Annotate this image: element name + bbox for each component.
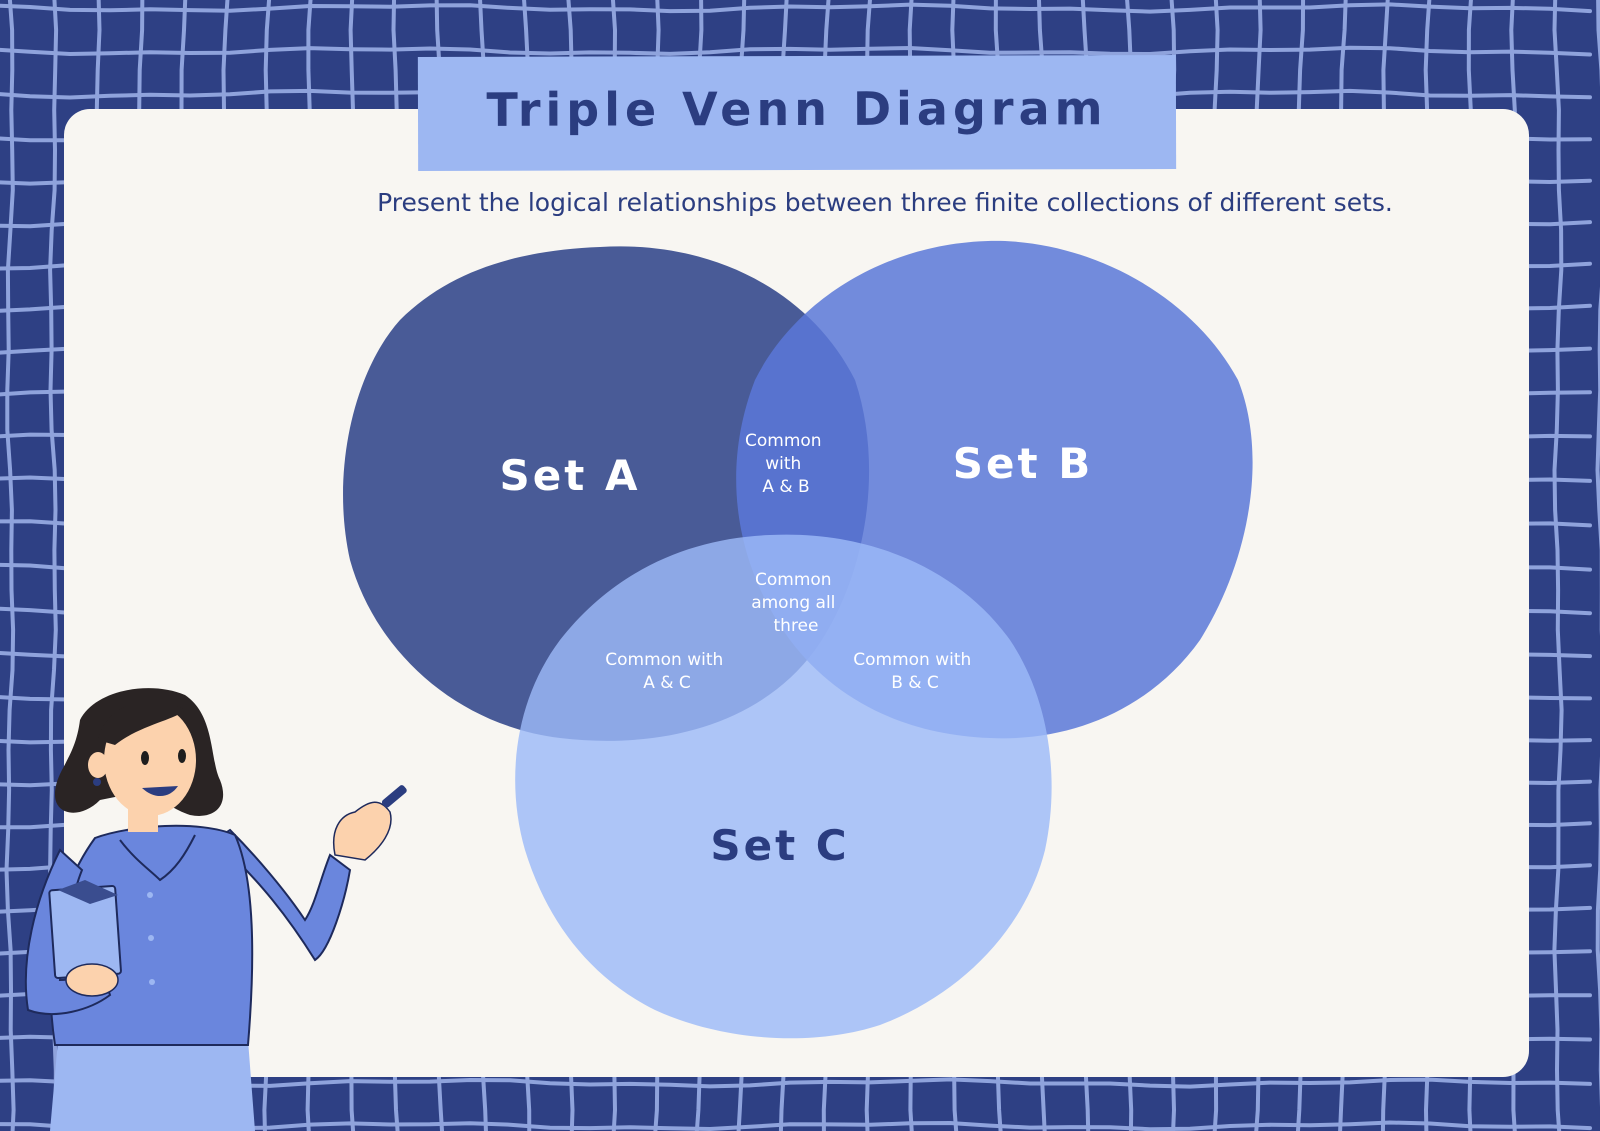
region-bc-line: B & C bbox=[891, 673, 939, 693]
region-all-line: among all bbox=[751, 593, 835, 613]
teacher-mouth bbox=[142, 786, 178, 797]
book-spine bbox=[58, 880, 118, 904]
region-all-label: Common among all three bbox=[751, 570, 841, 636]
teacher-ear bbox=[88, 752, 108, 778]
set-b-label: Set B bbox=[953, 439, 1093, 488]
shirt-button bbox=[149, 979, 155, 985]
teacher-eye bbox=[178, 749, 186, 763]
region-bc-label: Common with B & C bbox=[853, 650, 976, 693]
set-c-label: Set C bbox=[710, 821, 849, 870]
grid-line bbox=[0, 2, 1592, 14]
shirt-button bbox=[147, 892, 153, 898]
teacher-raised-hand bbox=[333, 801, 392, 861]
grid-line bbox=[0, 45, 1592, 57]
page-subtitle: Present the logical relationships betwee… bbox=[377, 188, 1393, 217]
teacher-pants bbox=[50, 1040, 255, 1131]
region-ac-label: Common with A & C bbox=[605, 650, 728, 693]
region-ac-line: Common with bbox=[605, 650, 723, 670]
grid-line bbox=[1595, 0, 1600, 1107]
grid-line bbox=[0, 1120, 1592, 1131]
teacher-left-hand bbox=[65, 963, 119, 997]
grid-line bbox=[0, 1077, 1592, 1089]
region-all-line: three bbox=[774, 616, 819, 636]
teacher-eye bbox=[141, 751, 149, 765]
set-c-circle bbox=[515, 534, 1052, 1039]
shirt-button bbox=[148, 935, 154, 941]
region-ac-line: A & C bbox=[643, 673, 691, 693]
teacher-raised-arm bbox=[213, 828, 352, 962]
region-ab-line: with bbox=[765, 454, 801, 474]
region-ab-label: Common with A & B bbox=[745, 431, 827, 497]
earring-icon bbox=[93, 778, 101, 786]
teacher-collar bbox=[119, 834, 196, 882]
chalk-icon bbox=[381, 785, 407, 808]
teacher-bangs bbox=[98, 701, 185, 745]
region-all-line: Common bbox=[755, 570, 832, 590]
set-a-label: Set A bbox=[500, 451, 641, 500]
region-ab-line: Common bbox=[745, 431, 822, 451]
region-bc-line: Common with bbox=[853, 650, 971, 670]
region-ab-line: A & B bbox=[762, 477, 809, 497]
